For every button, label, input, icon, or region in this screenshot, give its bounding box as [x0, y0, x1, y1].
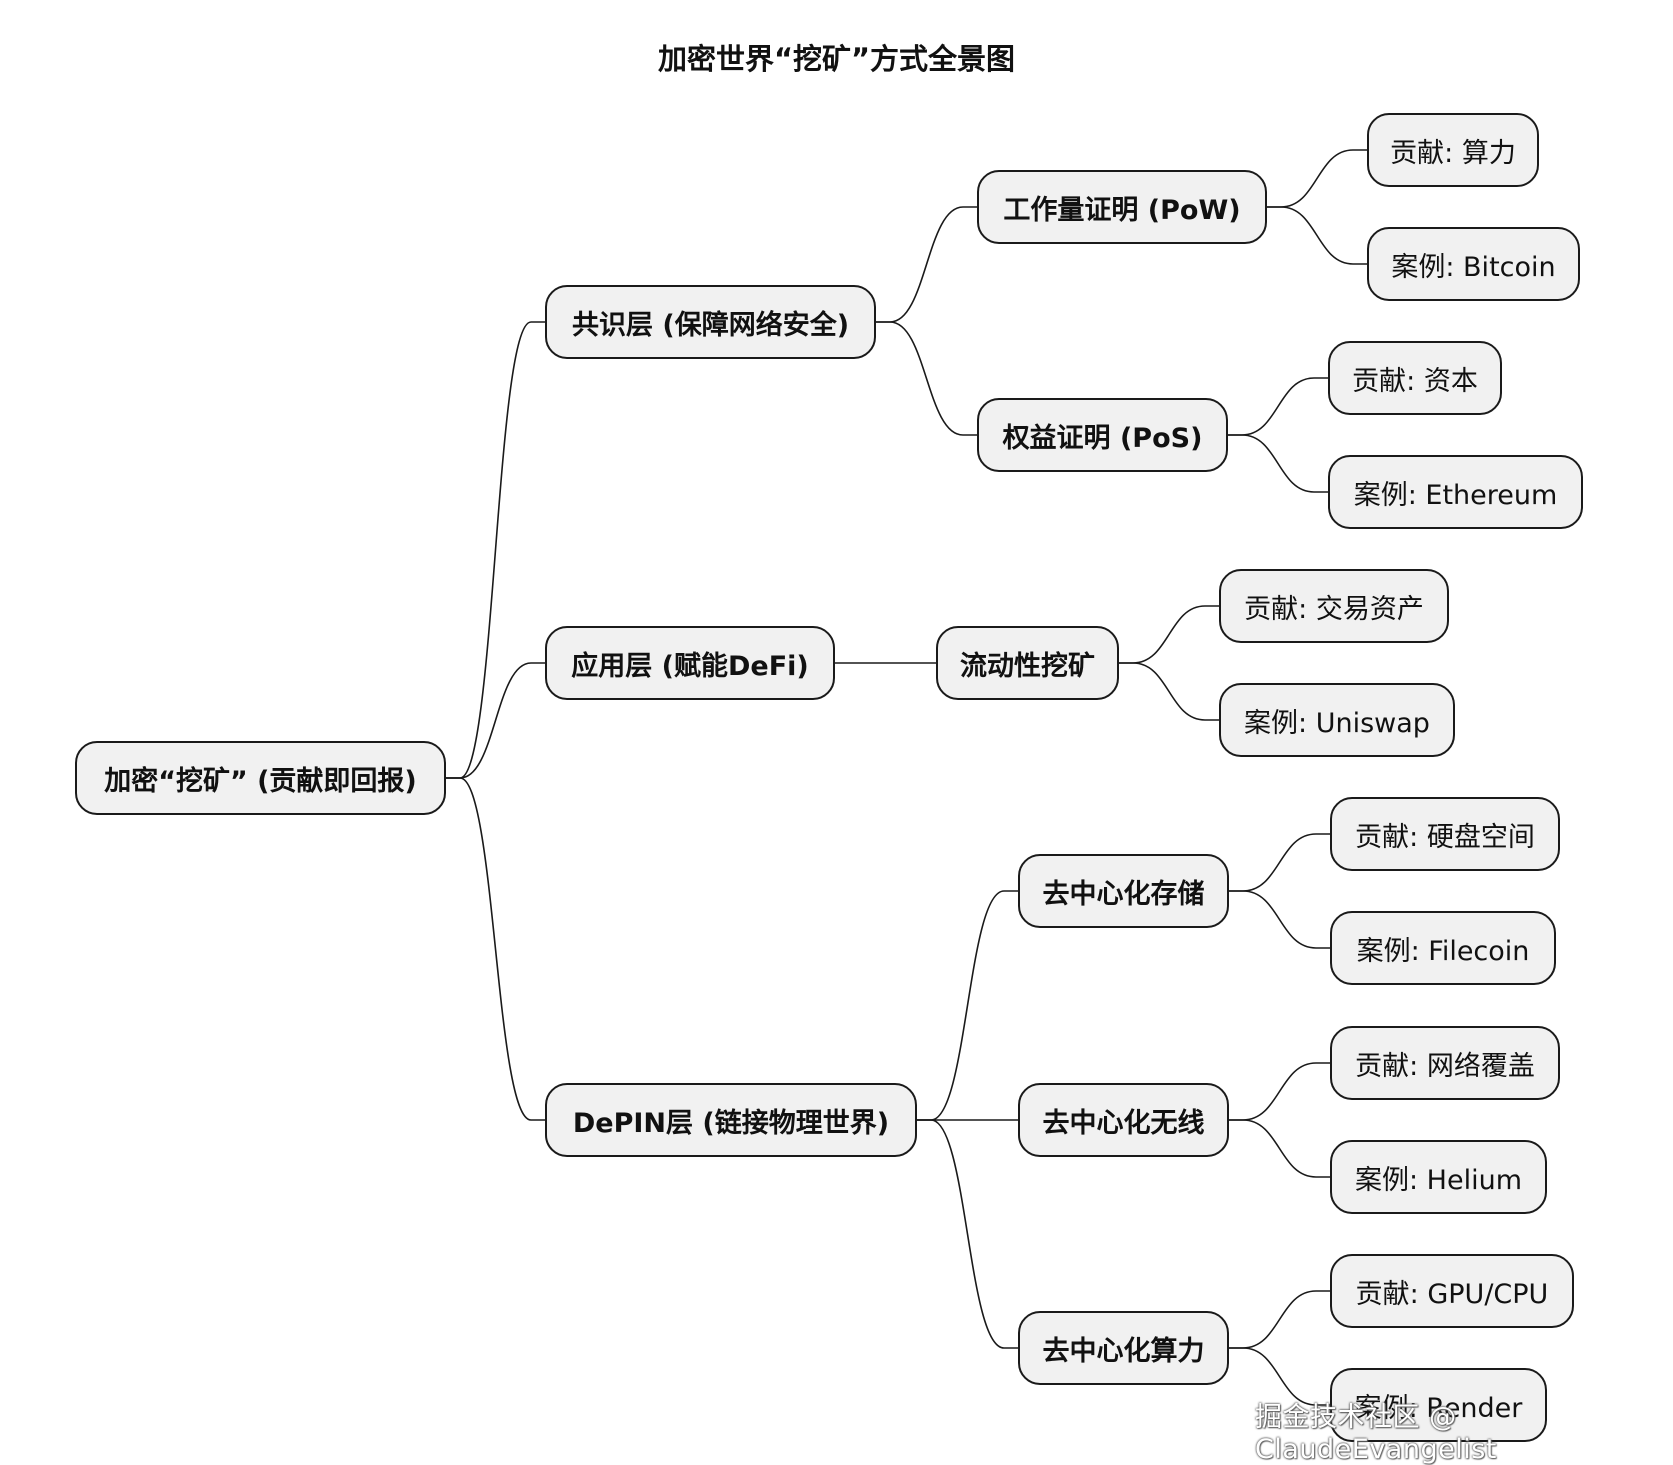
- connector-line: [1229, 1290, 1330, 1349]
- leaf-node-wireless-example[interactable]: 案例: Helium: [1330, 1140, 1547, 1214]
- page-title: 加密世界“挖矿”方式全景图: [657, 42, 1016, 76]
- item-node-compute[interactable]: 去中心化算力: [1018, 1311, 1229, 1385]
- connector-line: [446, 777, 545, 1121]
- connector-line: [917, 1119, 1018, 1349]
- leaf-node-compute-contribution[interactable]: 贡献: GPU/CPU: [1330, 1254, 1574, 1328]
- layer-node-label: DePIN层 (链接物理世界): [572, 1107, 890, 1139]
- leaf-node-label: 案例: Ethereum: [1353, 479, 1558, 511]
- connector-line: [1267, 149, 1367, 208]
- layer-node-label: 共识层 (保障网络安全): [571, 309, 850, 341]
- item-node-label: 流动性挖矿: [960, 650, 1095, 682]
- leaf-node-label: 贡献: 交易资产: [1244, 593, 1424, 625]
- leaf-node-label: 贡献: GPU/CPU: [1355, 1278, 1549, 1310]
- connector-line: [1229, 833, 1330, 892]
- leaf-node-label: 案例: Uniswap: [1244, 707, 1430, 739]
- leaf-node-label: 案例: Helium: [1354, 1164, 1522, 1196]
- connector-line: [917, 890, 1018, 1121]
- item-node-label: 去中心化算力: [1042, 1335, 1205, 1367]
- item-node-pow[interactable]: 工作量证明 (PoW): [977, 170, 1267, 244]
- item-node-wireless[interactable]: 去中心化无线: [1018, 1083, 1229, 1157]
- leaf-node-label: 案例: Render: [1354, 1392, 1523, 1424]
- root-node-label: 加密“挖矿” (贡献即回报): [104, 765, 417, 797]
- root-node[interactable]: 加密“挖矿” (贡献即回报): [75, 741, 446, 815]
- item-node-liquidity-mining[interactable]: 流动性挖矿: [936, 626, 1119, 700]
- leaf-node-pow-contribution[interactable]: 贡献: 算力: [1367, 113, 1539, 187]
- connector-line: [1228, 377, 1328, 436]
- leaf-node-wireless-contribution[interactable]: 贡献: 网络覆盖: [1330, 1026, 1560, 1100]
- leaf-node-label: 贡献: 算力: [1390, 137, 1516, 169]
- item-node-label: 去中心化存储: [1042, 878, 1205, 910]
- leaf-node-pos-example[interactable]: 案例: Ethereum: [1328, 455, 1583, 529]
- layer-node-consensus[interactable]: 共识层 (保障网络安全): [545, 285, 876, 359]
- leaf-node-pos-contribution[interactable]: 贡献: 资本: [1328, 341, 1502, 415]
- connector-line: [1229, 890, 1330, 949]
- leaf-node-label: 案例: Bitcoin: [1391, 251, 1556, 283]
- leaf-node-label: 贡献: 网络覆盖: [1355, 1050, 1535, 1082]
- layer-node-application[interactable]: 应用层 (赋能DeFi): [545, 626, 835, 700]
- leaf-node-storage-contribution[interactable]: 贡献: 硬盘空间: [1330, 797, 1560, 871]
- connector-line: [1229, 1119, 1330, 1178]
- leaf-node-pow-example[interactable]: 案例: Bitcoin: [1367, 227, 1580, 301]
- layer-node-depin[interactable]: DePIN层 (链接物理世界): [545, 1083, 917, 1157]
- leaf-node-liquidity-contribution[interactable]: 贡献: 交易资产: [1219, 569, 1449, 643]
- connector-line: [1229, 1347, 1330, 1406]
- connector-line: [1229, 1062, 1330, 1121]
- item-node-storage[interactable]: 去中心化存储: [1018, 854, 1229, 928]
- connector-line: [1119, 605, 1219, 664]
- connector-line: [446, 321, 545, 779]
- leaf-node-label: 贡献: 硬盘空间: [1355, 821, 1535, 853]
- connector-line: [876, 321, 977, 436]
- layer-node-label: 应用层 (赋能DeFi): [571, 650, 809, 682]
- connector-line: [876, 206, 977, 323]
- leaf-node-compute-example[interactable]: 案例: Render: [1330, 1368, 1547, 1442]
- item-node-label: 去中心化无线: [1042, 1107, 1205, 1139]
- leaf-node-storage-example[interactable]: 案例: Filecoin: [1330, 911, 1556, 985]
- leaf-node-label: 贡献: 资本: [1352, 365, 1478, 397]
- item-node-pos[interactable]: 权益证明 (PoS): [977, 398, 1228, 472]
- leaf-node-liquidity-example[interactable]: 案例: Uniswap: [1219, 683, 1455, 757]
- connector-line: [1267, 206, 1367, 265]
- item-node-label: 工作量证明 (PoW): [1003, 194, 1241, 226]
- connector-line: [1228, 434, 1328, 493]
- connector-line: [446, 662, 545, 779]
- leaf-node-label: 案例: Filecoin: [1356, 935, 1530, 967]
- item-node-label: 权益证明 (PoS): [1002, 422, 1203, 454]
- connector-line: [1119, 662, 1219, 721]
